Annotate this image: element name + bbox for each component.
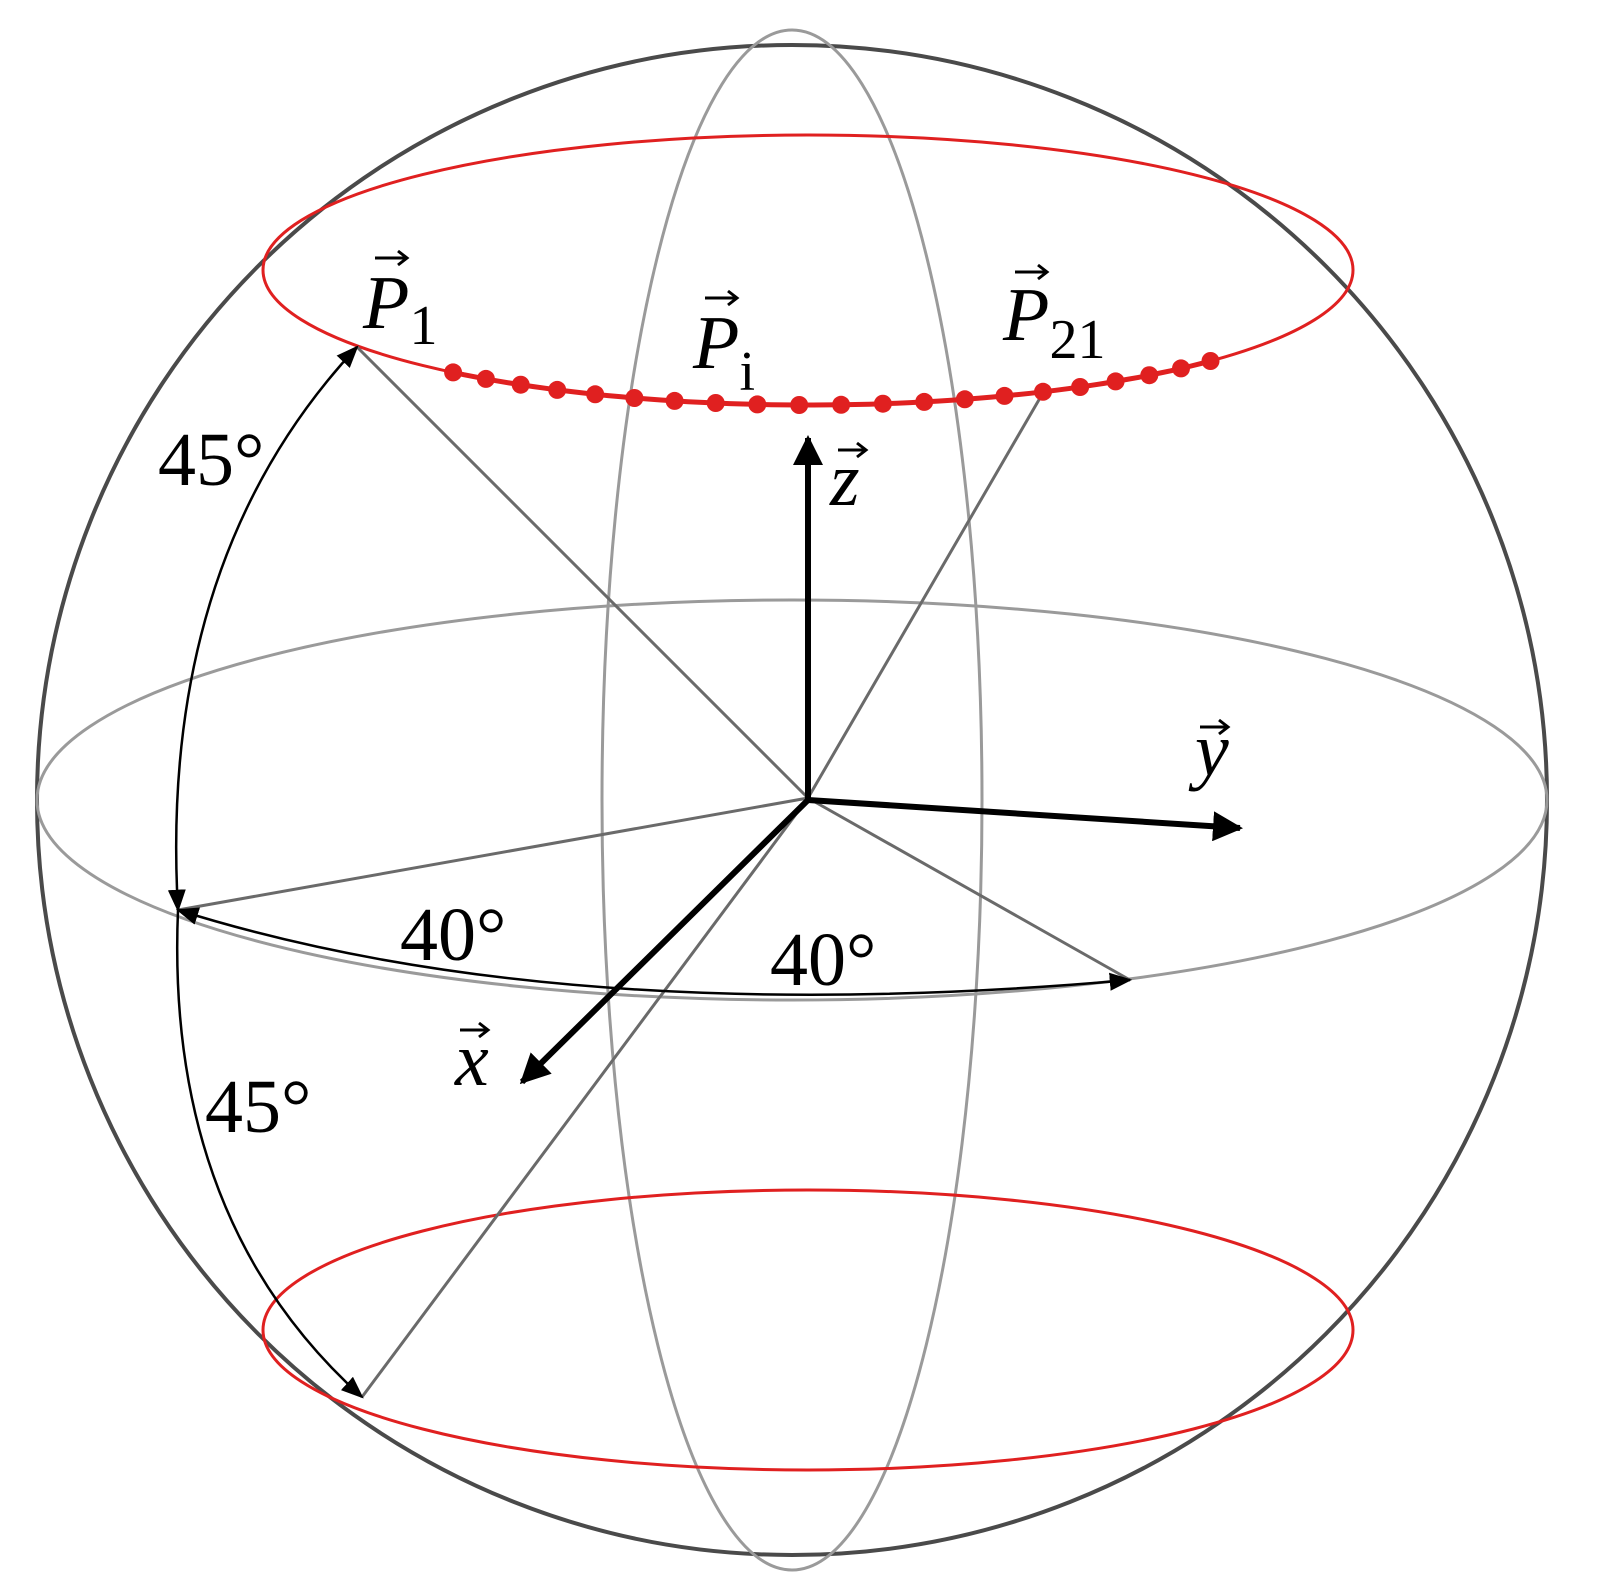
arc-45-bottom [176,909,364,1399]
vector-arrow-icon [460,1021,491,1039]
label-p1-base: P [362,261,409,345]
sample-point [1034,382,1052,401]
label-p21-base: P [1002,273,1049,357]
y-axis [807,797,1243,842]
label-z: z [829,438,869,522]
sample-point [706,394,725,412]
sample-point [665,391,684,410]
label-y: y [1188,708,1231,792]
sample-point [625,389,644,407]
label-p21-sub: 21 [1049,309,1105,371]
label-z-text: z [829,438,860,522]
vector-arrow-icon [375,249,410,267]
angle-label-40-right: 40° [770,918,876,1002]
vector-arrow-icon [838,441,869,459]
svg-text:Pi: Pi [692,301,755,403]
label-p1: P1 [362,249,437,357]
arc-45-top [167,345,359,913]
label-pi-base: P [692,301,739,385]
bottom-latitude-ring [261,1188,1355,1472]
sample-point [586,385,605,404]
x-axis [519,797,811,1085]
sample-point [915,392,934,411]
sample-point [1201,352,1220,370]
vector-arrow-icon [705,289,740,307]
sample-point [748,395,767,414]
sample-point [476,369,495,388]
sample-point [511,375,530,394]
meridian-ellipse [600,28,984,1572]
svg-text:P21: P21 [1002,273,1105,371]
sample-point [1140,366,1159,385]
label-x: x [454,1018,491,1102]
svg-text:P1: P1 [362,261,437,357]
vector-arrow-icon [1200,718,1231,736]
sample-point [955,390,974,409]
angle-label-40-left: 40° [400,893,506,977]
label-p21: P21 [1002,263,1105,371]
sample-point [444,363,463,382]
vector-arrow-icon [1015,263,1050,281]
angle-label-45-top: 45° [158,418,264,502]
equator-ellipse [35,598,1549,1002]
label-pi: Pi [692,289,755,403]
angle-label-45-bottom: 45° [205,1065,311,1149]
line-center-to-bottom-left [360,797,810,1398]
sample-points [444,352,1220,414]
sample-point [873,394,892,413]
sample-point [790,396,809,414]
label-y-text: y [1188,708,1229,792]
sample-point [1071,378,1090,396]
arc-40-equator [175,907,1133,996]
line-center-to-p21 [806,397,1042,799]
sample-point [1172,359,1190,378]
label-pi-sub: i [739,341,755,403]
label-p1-sub: 1 [409,295,437,357]
sample-point [832,395,851,414]
line-center-to-p1 [355,345,810,800]
sample-point [995,386,1014,405]
sample-point [1106,372,1125,391]
sample-point [548,380,567,399]
